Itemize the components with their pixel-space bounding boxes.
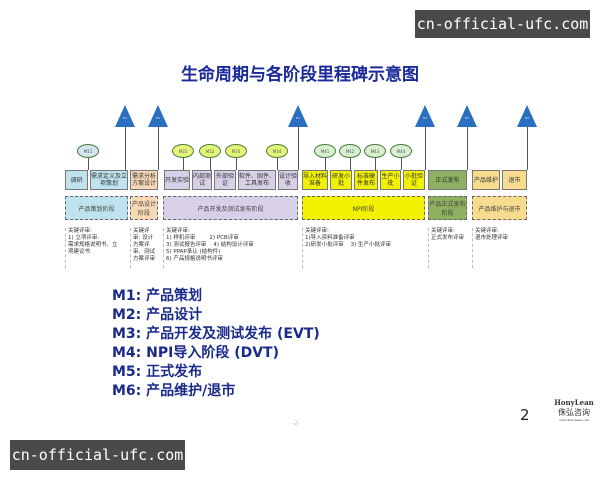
checkpoint-line [210, 158, 211, 170]
checkpoint-ellipse: M32 [199, 144, 221, 158]
checkpoint-ellipse: M34 [266, 144, 288, 158]
activity-box: 需求定义及立项策划 [90, 170, 128, 190]
milestone-triangle-icon: M6 [517, 105, 537, 127]
checkpoint-ellipse: M44 [390, 144, 412, 158]
milestone-triangle-label: M5 [464, 116, 470, 120]
review-notes: 关键评审: 1) 样机评审 2) PCB评审 3) 测试报告评审 4) 结构设计… [163, 228, 254, 268]
milestone-2: M2: 产品设计 [112, 307, 203, 323]
activity-box: 调研 [65, 170, 88, 190]
milestone-5: M5: 正式发布 [112, 364, 203, 380]
phase-box: 产品设计阶段 [130, 196, 158, 220]
milestone-line [527, 120, 528, 170]
checkpoint-line [88, 158, 89, 170]
logo-url: www.honylean.com [559, 418, 589, 422]
milestone-triangle-label: M4 [422, 116, 428, 120]
checkpoint-ellipse: M41 [314, 144, 336, 158]
checkpoint-line [350, 158, 351, 170]
activity-box: 退市 [502, 170, 527, 190]
activity-box: 设计验收 [278, 170, 298, 190]
review-notes: 关键评审: 退市处理评审 [472, 228, 508, 268]
phase-box: 产品正式发布阶段 [428, 196, 467, 220]
logo-cn: 侏弘咨询 [558, 408, 590, 417]
watermark-bottom: cn-official-ufc.com [10, 440, 185, 470]
milestone-4: M4: NPI导入阶段 (DVT) [112, 345, 280, 361]
activity-box: 需求分析方案设计 [130, 170, 158, 190]
checkpoint-ellipse: M33 [225, 144, 247, 158]
milestone-triangle-icon: M2 [148, 105, 168, 127]
milestone-triangle-icon: M1 [115, 105, 135, 127]
watermark-top: cn-official-ufc.com [415, 10, 590, 38]
activity-box: 软件、固件、工具发布 [238, 170, 276, 190]
checkpoint-ellipse: M31 [172, 144, 194, 158]
checkpoint-line [277, 158, 278, 170]
checkpoint-ellipse: M42 [339, 144, 361, 158]
checkpoint-ellipse: M43 [364, 144, 386, 158]
footer-mark: -2- [292, 420, 301, 427]
activity-box: 研发小批 [330, 170, 352, 190]
milestone-line [467, 120, 468, 170]
milestone-triangle-label: M6 [524, 116, 530, 120]
activity-box: 生产小批 [380, 170, 401, 190]
activity-box: 内部测试 [192, 170, 212, 190]
milestone-triangle-label: M2 [155, 116, 161, 120]
milestone-triangle-label: M3 [295, 116, 301, 120]
milestone-3: M3: 产品开发及测试发布 (EVT) [112, 326, 320, 342]
page-number: 2 [520, 406, 530, 424]
checkpoint-line [325, 158, 326, 170]
activity-box: 外部验证 [214, 170, 236, 190]
milestone-1: M1: 产品策划 [112, 288, 203, 304]
review-notes: 关键评审: 1)导入资料准备评审 2)研发小批评审 3) 生产小批评审 [302, 228, 391, 268]
phase-box: 产品开发及测试发布阶段 [163, 196, 298, 220]
activity-box: 产品维护 [472, 170, 500, 190]
activity-box: 正式发布 [428, 170, 467, 190]
milestone-triangle-icon: M4 [415, 105, 435, 127]
activity-box: 小批验证 [403, 170, 425, 190]
milestone-triangle-label: M1 [122, 116, 128, 120]
checkpoint-line [236, 158, 237, 170]
review-notes: 关键评审: 1) 立项评审: 需求规格说明书、立 项建议书 [65, 228, 118, 268]
phase-box: 产品策划阶段 [65, 196, 128, 220]
review-notes: 关键评 审: 设计 方案评 审、测试 方案评审 [130, 228, 155, 268]
activity-box: 开发实验 [164, 170, 190, 190]
checkpoint-line [375, 158, 376, 170]
phase-box: NPI阶段 [302, 196, 425, 220]
milestone-line [425, 120, 426, 170]
milestone-line [158, 120, 159, 170]
activity-box: 标准硬件发布 [354, 170, 378, 190]
milestone-line [125, 120, 126, 170]
milestone-6: M6: 产品维护/退市 [112, 383, 236, 399]
activity-box: 导入材料准备 [302, 170, 328, 190]
milestone-triangle-icon: M5 [457, 105, 477, 127]
checkpoint-line [183, 158, 184, 170]
checkpoint-ellipse: M11 [77, 144, 99, 158]
phase-box: 产品维护与退市 [472, 196, 527, 220]
checkpoint-line [401, 158, 402, 170]
logo: HonyLean 侏弘咨询 www.honylean.com [548, 398, 600, 422]
logo-en: HonyLean [554, 398, 594, 407]
review-notes: 关键评审: 正式发布评审 [428, 228, 464, 268]
slide-title: 生命周期与各阶段里程碑示意图 [181, 65, 419, 85]
milestone-triangle-icon: M3 [288, 105, 308, 127]
milestone-line [298, 120, 299, 170]
